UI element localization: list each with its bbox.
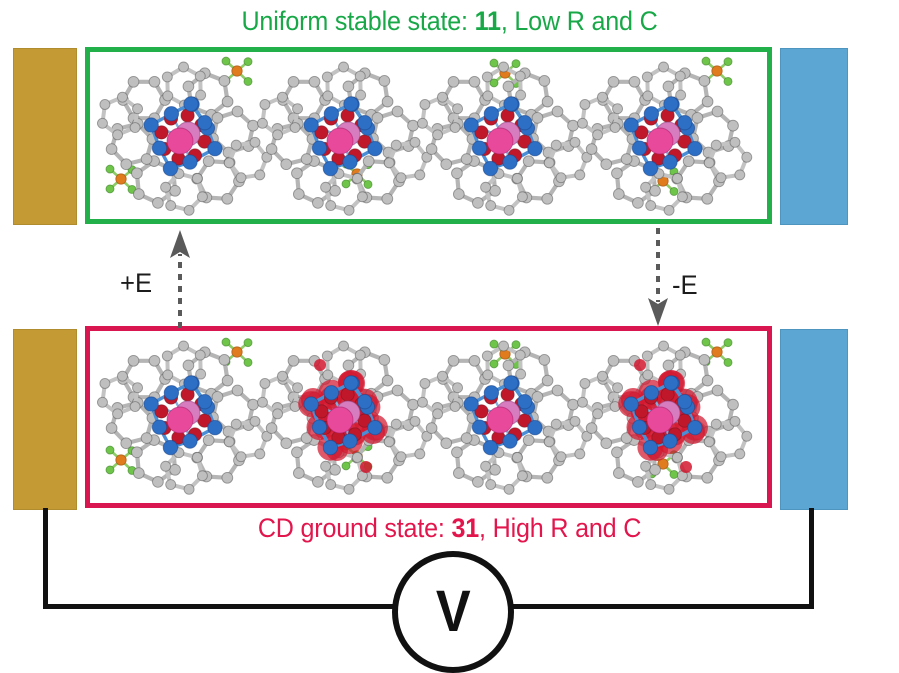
molecule-uniform: [418, 331, 588, 501]
top-cell-content: [90, 52, 767, 219]
bottom-title-prefix: CD ground state:: [258, 513, 452, 543]
circuit-wire-bottom-left: [43, 604, 395, 609]
cd-ground-state-cell: [85, 326, 772, 508]
molecule-uniform: [578, 52, 748, 219]
molecule-uniform: [418, 52, 588, 219]
molecule-charge-disproportionated: [578, 331, 748, 501]
top-title-prefix: Uniform stable state:: [241, 6, 474, 36]
top-title-suffix: , Low R and C: [501, 6, 658, 36]
uniform-stable-state-cell: [85, 47, 772, 224]
voltmeter-label: V: [436, 583, 471, 641]
circuit-wire-bottom-right: [504, 604, 814, 609]
molecule-charge-disproportionated: [258, 331, 428, 501]
molecule-uniform: [258, 52, 428, 219]
molecule-uniform: [98, 331, 268, 501]
voltmeter: V: [392, 551, 514, 673]
field-up-arrow: [160, 228, 200, 328]
field-up-label: +E: [120, 268, 152, 299]
bottom-title-state: 31: [451, 513, 479, 543]
bottom-cell-content: [90, 331, 767, 503]
circuit-wire-right-vertical: [809, 508, 814, 609]
field-down-label: -E: [672, 270, 698, 301]
molecule-uniform: [98, 52, 268, 219]
blue-electrode-bottom: [780, 329, 848, 510]
top-state-title: Uniform stable state: 11, Low R and C: [31, 6, 867, 37]
bottom-title-suffix: , High R and C: [479, 513, 641, 543]
gold-electrode-top: [13, 48, 77, 225]
circuit-wire-left-vertical: [43, 508, 48, 609]
blue-electrode-top: [780, 48, 848, 225]
gold-electrode-bottom: [13, 329, 77, 510]
bottom-state-title: CD ground state: 31, High R and C: [31, 513, 867, 544]
top-title-state: 11: [475, 6, 501, 36]
